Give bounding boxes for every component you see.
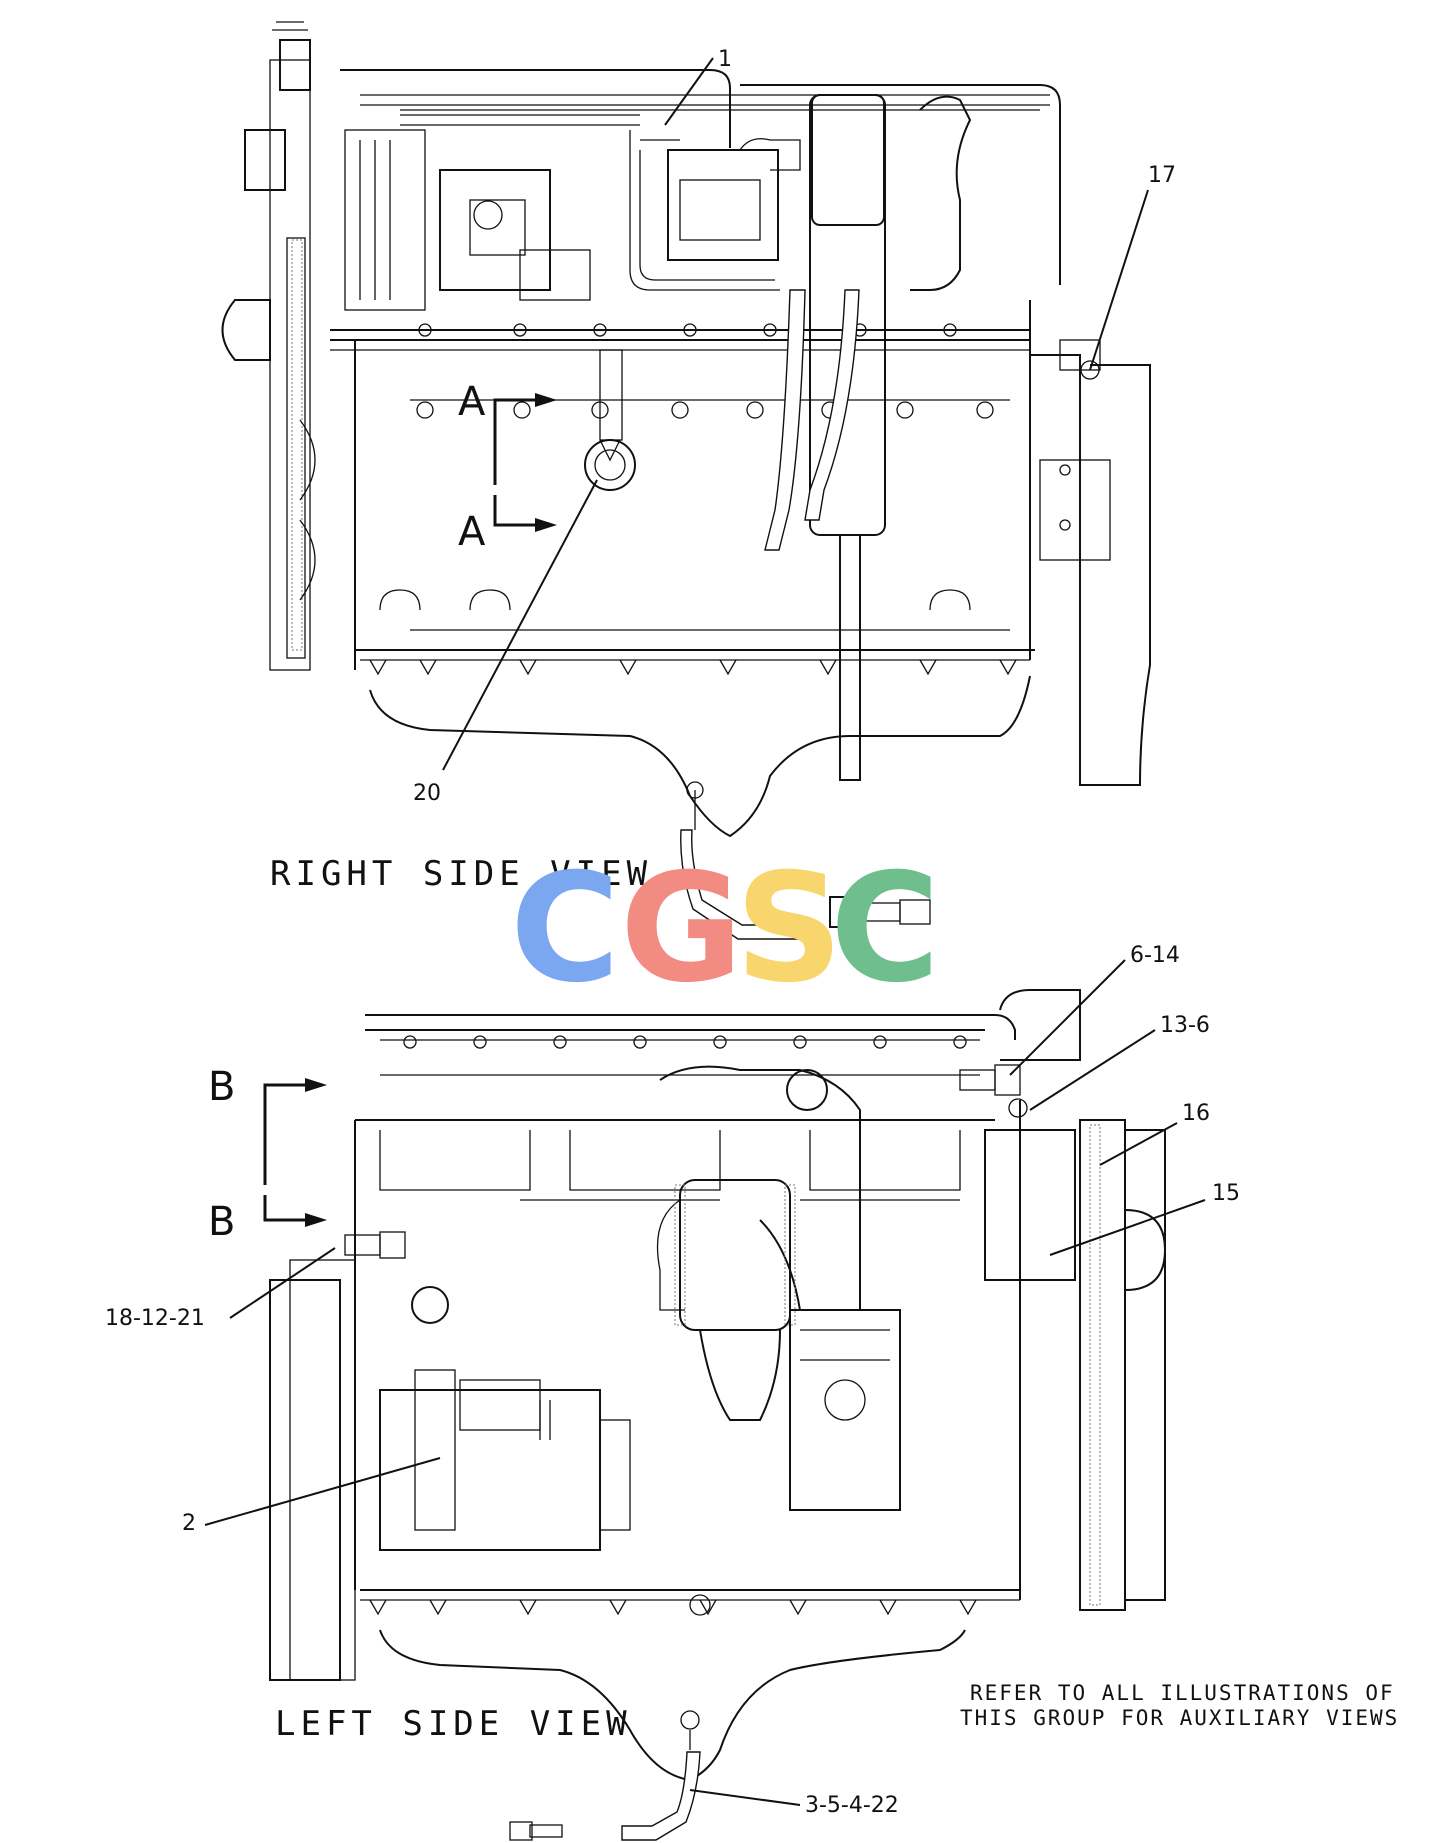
left-view-callouts: 6-14 13-6 16 15 18-12-21 2 3-5-4-22 bbox=[105, 943, 1240, 1818]
watermark-letter-s: S bbox=[735, 842, 843, 1016]
callout-3-5-4-22: 3-5-4-22 bbox=[805, 1793, 899, 1818]
callout-16: 16 bbox=[1182, 1101, 1210, 1126]
head-bolt-row bbox=[416, 323, 994, 419]
watermark-letter-g: G bbox=[620, 842, 743, 1016]
watermark-letter-c2: C bbox=[830, 842, 940, 1016]
callout-17: 17 bbox=[1148, 163, 1176, 188]
section-b-top-label: B bbox=[208, 1064, 235, 1110]
valve-cover-bolts bbox=[403, 1035, 967, 1049]
right-view-callouts: 1 17 20 bbox=[413, 47, 1176, 806]
callout-6-14: 6-14 bbox=[1130, 943, 1180, 968]
left-side-engine-drawing bbox=[269, 989, 1167, 1841]
callout-1: 1 bbox=[718, 47, 732, 72]
callout-20: 20 bbox=[413, 781, 441, 806]
left-side-view-title: LEFT SIDE VIEW bbox=[275, 1704, 632, 1744]
section-b-marker: B B bbox=[208, 1064, 327, 1245]
cgsc-watermark: C G S C bbox=[510, 842, 940, 1016]
section-a-marker: A A bbox=[458, 379, 557, 555]
section-b-bottom-label: B bbox=[208, 1199, 235, 1245]
callout-13-6: 13-6 bbox=[1160, 1013, 1210, 1038]
note-line-2: THIS GROUP FOR AUXILIARY VIEWS bbox=[960, 1706, 1399, 1730]
watermark-letter-c1: C bbox=[510, 842, 620, 1016]
note-line-1: REFER TO ALL ILLUSTRATIONS OF bbox=[970, 1681, 1395, 1705]
callout-15: 15 bbox=[1212, 1181, 1240, 1206]
section-a-top-label: A bbox=[458, 379, 486, 425]
right-side-view-title: RIGHT SIDE VIEW bbox=[270, 854, 652, 894]
callout-2: 2 bbox=[182, 1511, 196, 1536]
callout-18-12-21: 18-12-21 bbox=[105, 1306, 205, 1331]
section-a-bottom-label: A bbox=[458, 509, 486, 555]
right-side-engine-drawing bbox=[221, 21, 1151, 940]
